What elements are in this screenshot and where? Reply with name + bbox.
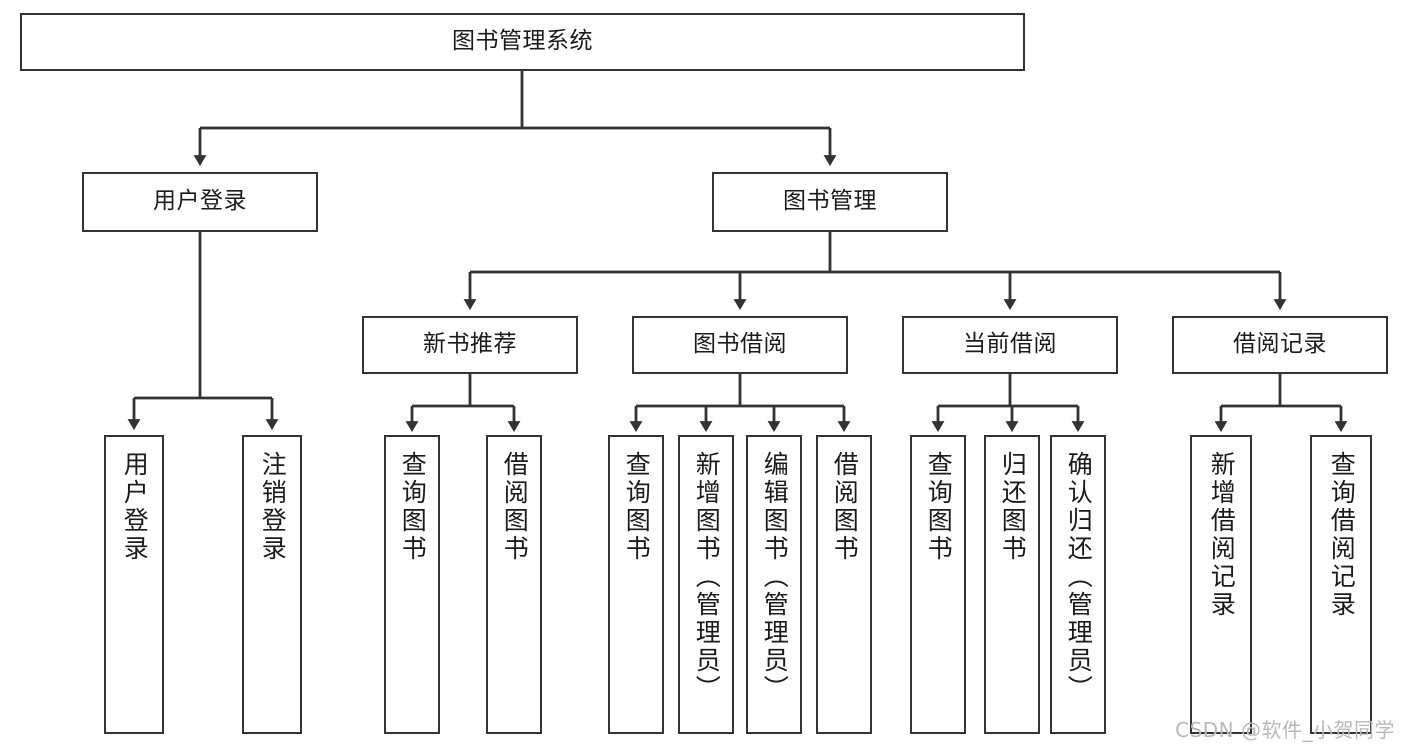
node-leaf-add-record[interactable]: 新增借阅记录 — [1190, 435, 1252, 734]
node-leaf-borrow-book-bor-label: 借阅图书 — [830, 451, 860, 563]
node-leaf-user-login[interactable]: 用户登录 — [104, 435, 164, 734]
node-leaf-query-book-rec[interactable]: 查询图书 — [384, 435, 440, 734]
node-leaf-query-book-cur-label: 查询图书 — [924, 451, 954, 563]
node-borrow-record[interactable]: 借阅记录 — [1172, 316, 1388, 374]
node-borrow-record-label: 借阅记录 — [1233, 331, 1327, 358]
node-user-login-label: 用户登录 — [153, 188, 247, 215]
node-leaf-query-book-bor[interactable]: 查询图书 — [608, 435, 664, 734]
node-current-borrow[interactable]: 当前借阅 — [902, 316, 1118, 374]
node-leaf-add-record-label: 新增借阅记录 — [1207, 451, 1237, 619]
node-leaf-query-record[interactable]: 查询借阅记录 — [1310, 435, 1372, 734]
node-root-label: 图书管理系统 — [452, 28, 593, 55]
csdn-watermark: CSDN @软件_小贺同学 — [1175, 718, 1395, 742]
node-leaf-borrow-book-rec-label: 借阅图书 — [500, 451, 530, 563]
node-leaf-confirm-return-label: 确认归还（管理员） — [1064, 451, 1094, 703]
node-book-borrow[interactable]: 图书借阅 — [632, 316, 848, 374]
node-leaf-query-book-cur[interactable]: 查询图书 — [910, 435, 966, 734]
node-leaf-user-logout-label: 注销登录 — [258, 451, 288, 563]
node-leaf-user-login-label: 用户登录 — [120, 451, 150, 563]
node-leaf-edit-book[interactable]: 编辑图书（管理员） — [746, 435, 802, 734]
node-leaf-borrow-book-rec[interactable]: 借阅图书 — [486, 435, 542, 734]
node-book-manage-label: 图书管理 — [783, 188, 877, 215]
node-leaf-query-book-rec-label: 查询图书 — [398, 451, 428, 563]
node-book-manage[interactable]: 图书管理 — [712, 172, 948, 232]
node-current-borrow-label: 当前借阅 — [963, 331, 1057, 358]
node-leaf-add-book-label: 新增图书（管理员） — [692, 451, 722, 703]
node-root[interactable]: 图书管理系统 — [20, 13, 1025, 71]
node-leaf-borrow-book-bor[interactable]: 借阅图书 — [816, 435, 872, 734]
node-user-login[interactable]: 用户登录 — [82, 172, 318, 232]
node-book-borrow-label: 图书借阅 — [693, 331, 787, 358]
node-new-book-recommend[interactable]: 新书推荐 — [362, 316, 578, 374]
node-leaf-user-logout[interactable]: 注销登录 — [242, 435, 302, 734]
node-leaf-add-book[interactable]: 新增图书（管理员） — [678, 435, 734, 734]
node-leaf-return-book[interactable]: 归还图书 — [984, 435, 1040, 734]
node-leaf-query-record-label: 查询借阅记录 — [1327, 451, 1357, 619]
node-leaf-edit-book-label: 编辑图书（管理员） — [760, 451, 790, 703]
node-new-book-recommend-label: 新书推荐 — [423, 331, 517, 358]
node-leaf-return-book-label: 归还图书 — [998, 451, 1028, 563]
node-leaf-confirm-return[interactable]: 确认归还（管理员） — [1050, 435, 1106, 734]
node-leaf-query-book-bor-label: 查询图书 — [622, 451, 652, 563]
